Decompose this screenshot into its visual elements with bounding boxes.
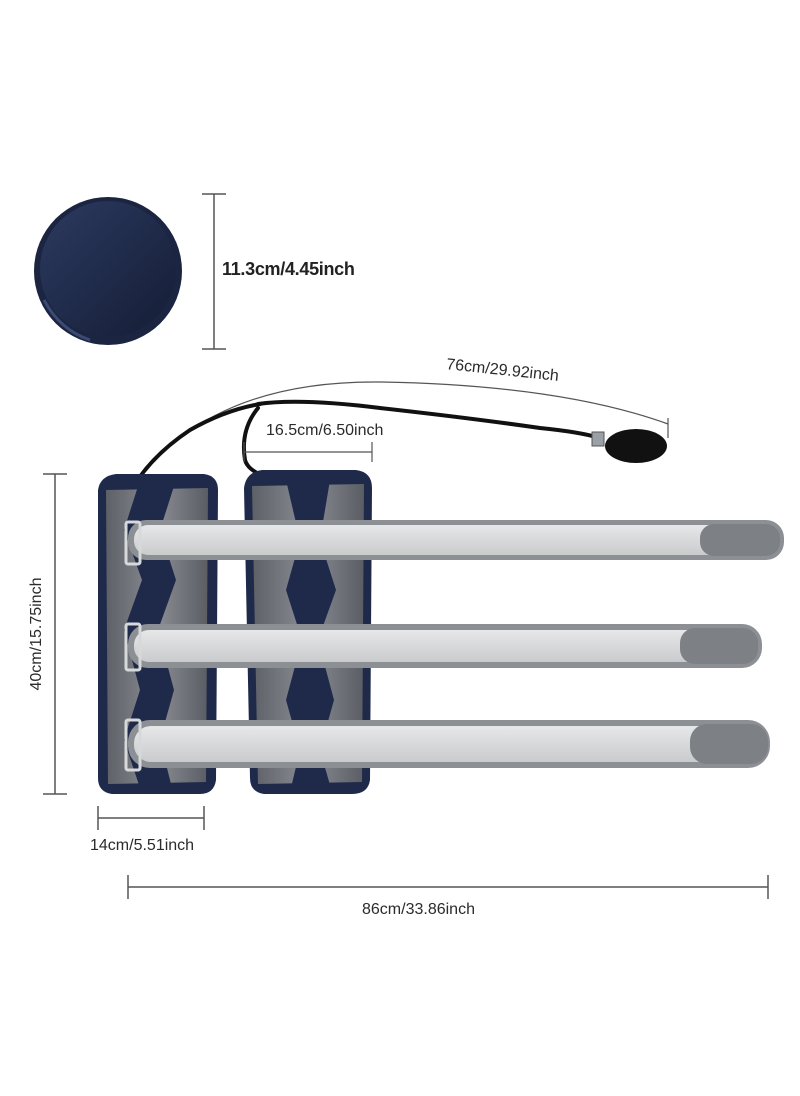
pad-diameter-label: 11.3cm/4.45inch (222, 259, 355, 279)
strap-buckles (124, 520, 142, 772)
strap-dimension-line (127, 875, 769, 899)
tube-branch-label: 16.5cm/6.50inch (266, 422, 384, 439)
strap-middle (128, 624, 762, 668)
pump-bulb (591, 429, 667, 463)
splint-length-label: 40cm/15.75inch (28, 577, 45, 691)
length-dimension-line (43, 473, 67, 795)
strap-bottom (128, 720, 770, 768)
splint-width-label: 14cm/5.51inch (90, 837, 195, 854)
width-dimension-line (97, 806, 205, 830)
round-pad (34, 197, 182, 345)
branch-dimension-line (243, 442, 373, 462)
strap-length-label: 86cm/33.86inch (362, 901, 475, 918)
strap-top (128, 520, 784, 560)
pad-dimension-line (202, 193, 226, 350)
